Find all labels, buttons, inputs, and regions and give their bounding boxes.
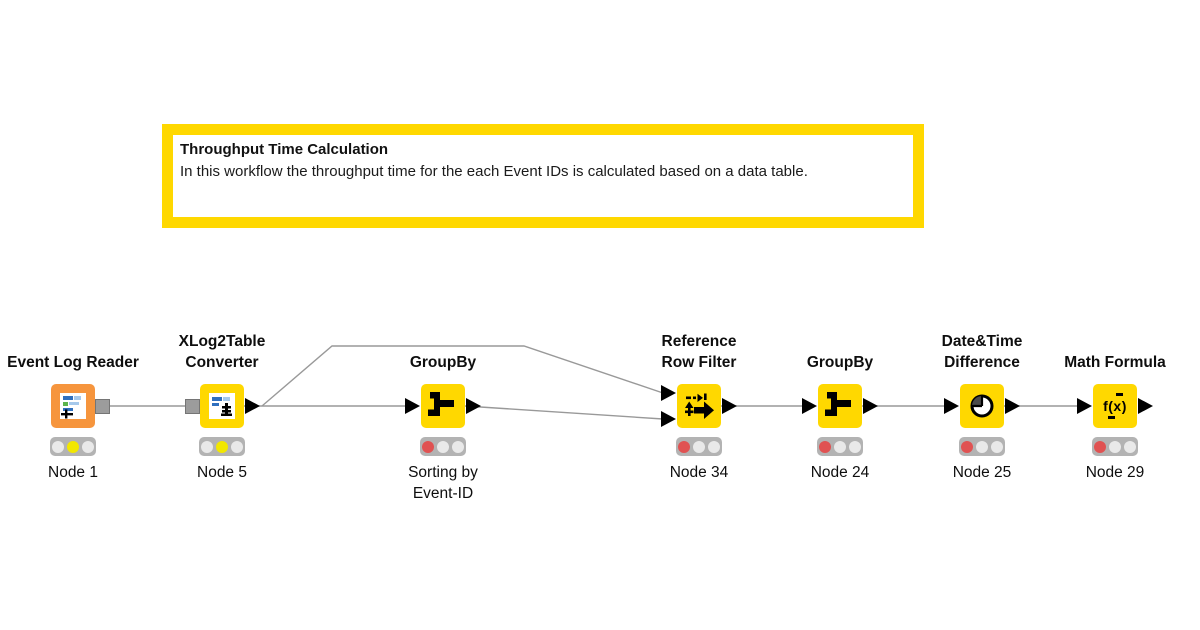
node-title: XLog2Table Converter bbox=[178, 333, 266, 371]
output-port[interactable] bbox=[95, 398, 110, 414]
node-groupby-sorting[interactable]: GroupBy Sorting by Event-ID bbox=[363, 331, 523, 511]
traffic-dot bbox=[52, 440, 64, 453]
node-label[interactable]: Node 5 bbox=[197, 464, 247, 481]
node-reference-row-filter[interactable]: Reference Row Filter Node 34 bbox=[619, 331, 779, 511]
traffic-dot bbox=[961, 440, 973, 453]
traffic-dot bbox=[1094, 440, 1106, 453]
node-body[interactable] bbox=[944, 384, 1020, 428]
groupby-icon bbox=[428, 392, 454, 416]
node-event-log-reader[interactable]: Event Log Reader Node 1 bbox=[0, 331, 153, 511]
traffic-dot bbox=[67, 440, 79, 453]
traffic-dot bbox=[216, 440, 228, 453]
traffic-dot bbox=[991, 440, 1003, 453]
clock-icon bbox=[970, 394, 994, 418]
node-title: Date&Time Difference bbox=[941, 333, 1023, 371]
workflow-annotation[interactable]: Throughput Time Calculation In this work… bbox=[162, 124, 924, 228]
input-port[interactable] bbox=[802, 398, 817, 414]
annotation-title: Throughput Time Calculation bbox=[180, 141, 389, 158]
traffic-dot bbox=[82, 440, 94, 453]
output-port[interactable] bbox=[245, 398, 260, 414]
input-port[interactable] bbox=[944, 398, 959, 414]
traffic-light bbox=[676, 437, 722, 456]
traffic-dot bbox=[976, 440, 988, 453]
input-port[interactable] bbox=[405, 398, 420, 414]
traffic-dot bbox=[1124, 440, 1136, 453]
output-port[interactable] bbox=[1138, 398, 1153, 414]
input-port[interactable] bbox=[185, 398, 200, 414]
node-math-formula[interactable]: Math Formula f(x) Node 29 bbox=[1035, 331, 1195, 511]
traffic-light bbox=[959, 437, 1005, 456]
node-body[interactable] bbox=[405, 384, 481, 428]
traffic-dot bbox=[422, 440, 434, 453]
reference-row-filter-icon bbox=[685, 393, 714, 419]
output-port[interactable] bbox=[863, 398, 878, 414]
traffic-dot bbox=[231, 440, 243, 453]
node-groupby-2[interactable]: GroupBy Node 24 bbox=[760, 331, 920, 511]
fx-bracket-mark bbox=[1108, 416, 1115, 419]
traffic-dot bbox=[678, 440, 690, 453]
traffic-dot bbox=[849, 440, 861, 453]
node-body[interactable] bbox=[185, 384, 260, 428]
node-label[interactable]: Node 24 bbox=[810, 464, 870, 481]
connection-groupby-to-rowfilter-bottom[interactable] bbox=[464, 405, 664, 420]
node-body[interactable] bbox=[661, 384, 737, 428]
fx-bracket-mark bbox=[1116, 393, 1123, 396]
output-port[interactable] bbox=[1005, 398, 1020, 414]
node-label[interactable]: Node 34 bbox=[669, 464, 729, 481]
traffic-dot bbox=[1109, 440, 1121, 453]
groupby-icon bbox=[825, 392, 851, 416]
node-title: Event Log Reader bbox=[7, 354, 139, 371]
node-label[interactable]: Node 25 bbox=[952, 464, 1012, 481]
input-port-bottom[interactable] bbox=[661, 411, 676, 427]
xlog2table-icon bbox=[209, 393, 235, 419]
node-xlog2table-converter[interactable]: XLog2Table Converter Node 5 bbox=[142, 331, 302, 511]
node-datetime-difference[interactable]: Date&Time Difference Node 25 bbox=[902, 331, 1062, 511]
node-label[interactable]: Sorting by Event-ID bbox=[408, 464, 478, 502]
node-title: Reference Row Filter bbox=[661, 333, 737, 371]
input-port[interactable] bbox=[1077, 398, 1092, 414]
traffic-dot bbox=[834, 440, 846, 453]
node-label[interactable]: Node 29 bbox=[1085, 464, 1145, 481]
traffic-dot bbox=[201, 440, 213, 453]
traffic-dot bbox=[437, 440, 449, 453]
traffic-light bbox=[50, 437, 96, 456]
node-title: GroupBy bbox=[409, 354, 477, 371]
output-port[interactable] bbox=[466, 398, 481, 414]
traffic-light bbox=[199, 437, 245, 456]
event-log-reader-icon bbox=[60, 393, 86, 419]
connection-converter-to-rowfilter-top[interactable] bbox=[261, 345, 664, 407]
input-port-top[interactable] bbox=[661, 385, 676, 401]
traffic-light bbox=[1092, 437, 1138, 456]
node-body[interactable] bbox=[802, 384, 878, 428]
traffic-light bbox=[420, 437, 466, 456]
traffic-dot bbox=[693, 440, 705, 453]
node-body[interactable]: f(x) bbox=[1077, 384, 1153, 428]
traffic-light bbox=[817, 437, 863, 456]
annotation-body: In this workflow the throughput time for… bbox=[180, 163, 808, 180]
node-body[interactable] bbox=[51, 384, 110, 428]
traffic-dot bbox=[819, 440, 831, 453]
node-title: Math Formula bbox=[1064, 354, 1166, 371]
output-port[interactable] bbox=[722, 398, 737, 414]
traffic-dot bbox=[452, 440, 464, 453]
node-title: GroupBy bbox=[806, 354, 874, 371]
fx-icon: f(x) bbox=[1103, 398, 1127, 414]
traffic-dot bbox=[708, 440, 720, 453]
node-label[interactable]: Node 1 bbox=[48, 464, 98, 481]
